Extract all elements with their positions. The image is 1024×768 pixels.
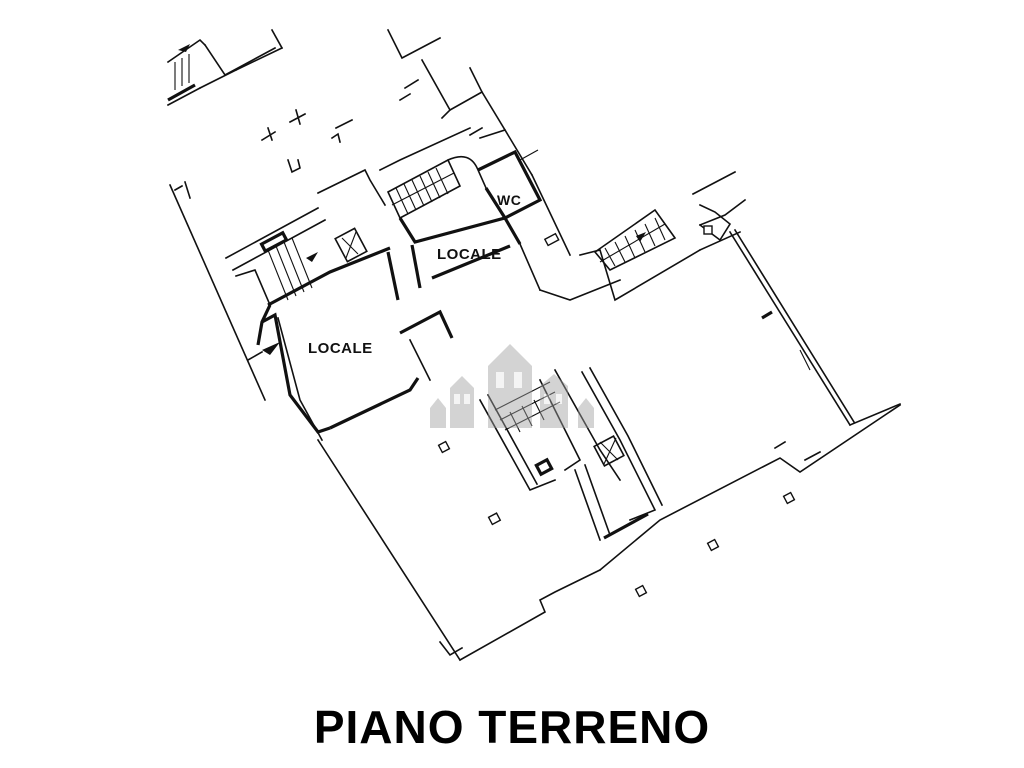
elevator-upper [334,227,368,263]
plan-title: PIANO TERRENO [313,701,711,753]
courtyard-markers [173,78,420,200]
elevator-lower [593,435,625,467]
locale-left-room [246,304,454,442]
stair-lower-center [494,381,561,433]
large-right-room [691,170,902,427]
stair-left [267,237,313,301]
left-stair-block [168,183,422,402]
stair-right-exterior [538,208,702,302]
lower-large-room [316,403,902,662]
room-label-locale-right: LOCALE [437,246,502,263]
lower-center-block [478,366,664,542]
room-label-wc: WC [497,192,522,208]
top-left-fragment [166,28,284,107]
room-label-locale-left: LOCALE [308,340,373,357]
pillars [437,440,796,598]
upper-central-block [316,28,572,292]
stair-upper-center [386,158,462,220]
